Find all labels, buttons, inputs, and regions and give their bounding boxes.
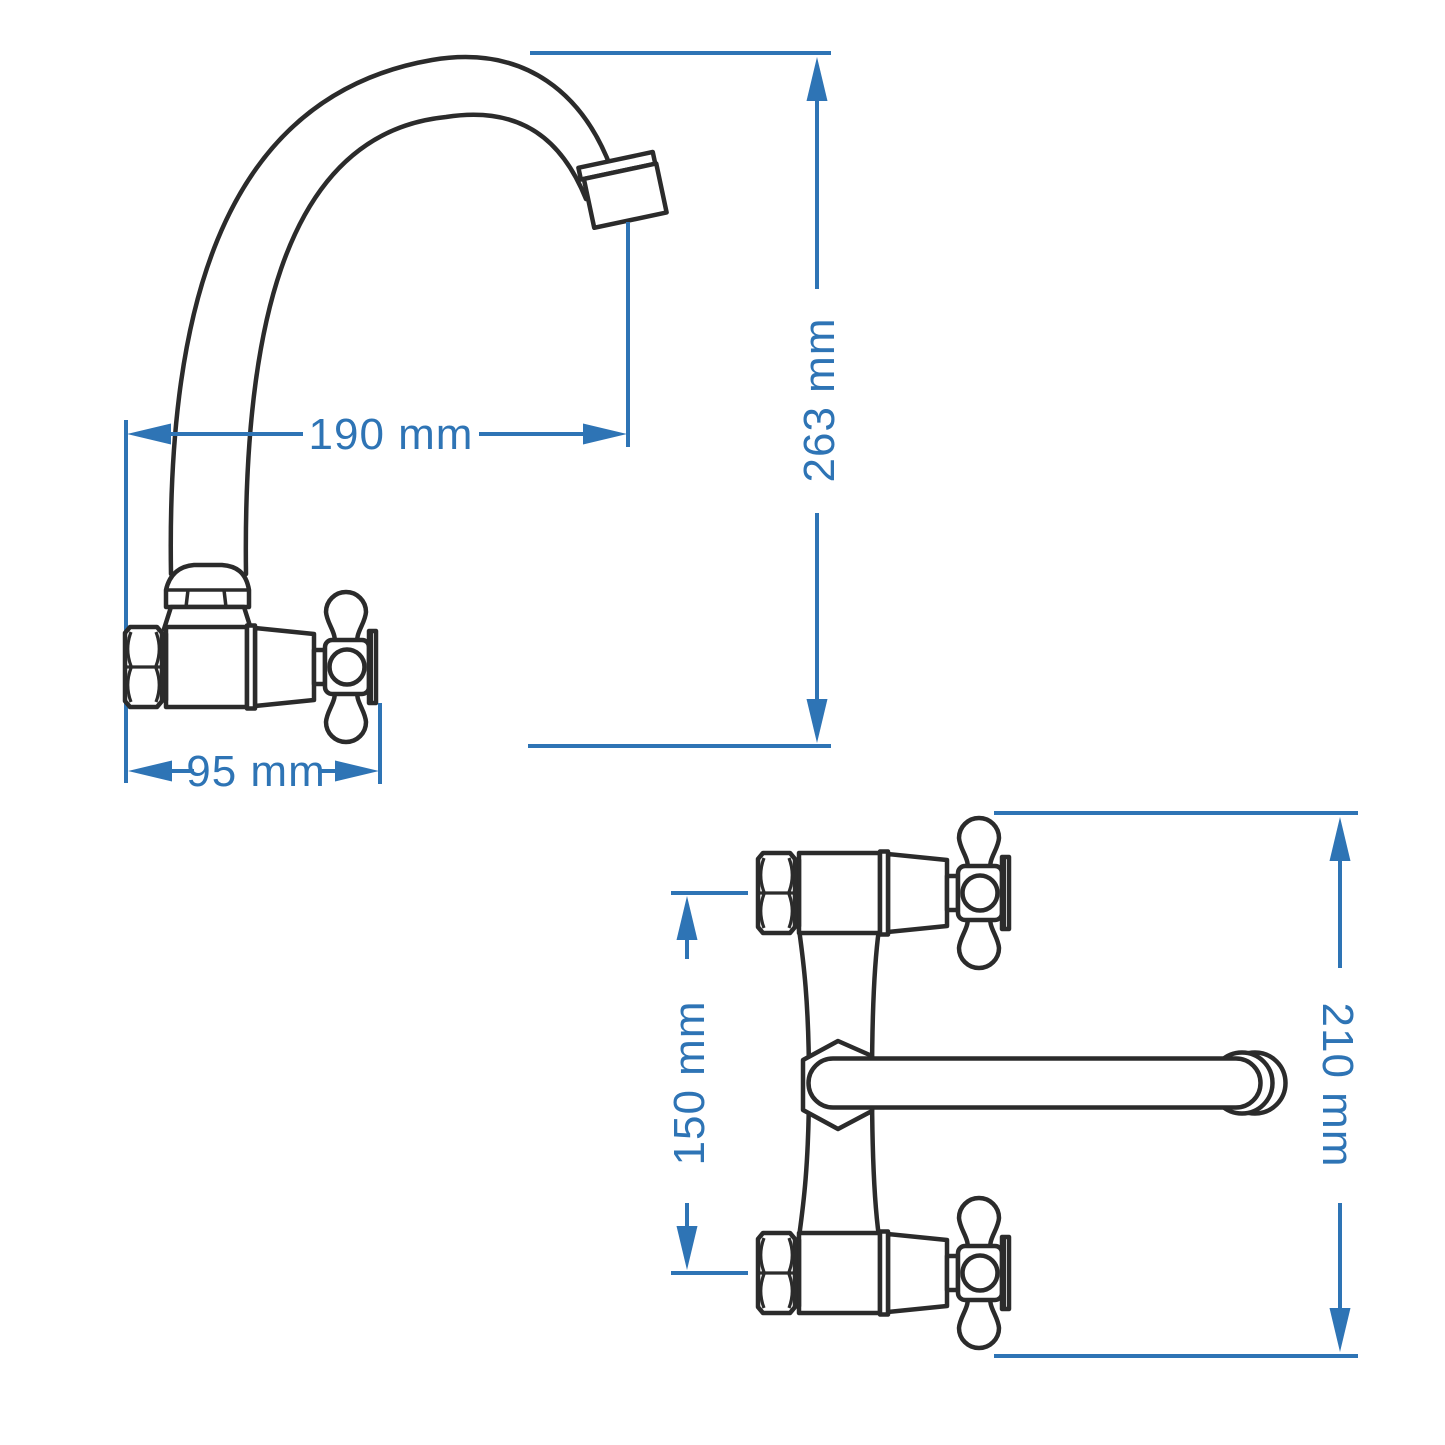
side-view [125, 54, 669, 783]
dimension-label-overall-height-front: 210 mm [1313, 1003, 1362, 1168]
spout-nozzle [576, 149, 669, 231]
mounting-dome [163, 562, 252, 610]
arrowhead-left [127, 423, 171, 445]
spout-tube [806, 1056, 1263, 1110]
dimension-inlet-centres: 150 mm [665, 891, 748, 1275]
arrowhead-right [583, 423, 627, 445]
arrowhead-up [806, 57, 828, 101]
dimension-overall-height-side: 263 mm [528, 51, 844, 748]
front-top-valve-assembly [758, 818, 1009, 968]
arrowhead-right [335, 760, 379, 782]
dimension-label-inlet-centres: 150 mm [665, 1001, 714, 1166]
arrowhead-down [1329, 1308, 1351, 1352]
arrowhead-up [1329, 817, 1351, 861]
dimension-label-spout-reach: 190 mm [309, 410, 474, 459]
dimension-overall-height-front: 210 mm [994, 811, 1362, 1358]
arrowhead-down [806, 699, 828, 743]
spout-inner-curve [243, 112, 589, 577]
spout-outer-curve [168, 54, 614, 577]
dimension-label-body-depth: 95 mm [186, 747, 325, 796]
side-valve-assembly [125, 592, 376, 742]
arrowhead-down [676, 1226, 698, 1270]
dimension-body-depth: 95 mm [128, 703, 382, 796]
dome-collar-lines [167, 588, 248, 608]
front-view [758, 818, 1288, 1348]
nozzle-aerator [581, 161, 669, 231]
front-bottom-valve-assembly [758, 1198, 1009, 1348]
arrowhead-up [676, 896, 698, 940]
arrowhead-left [128, 760, 172, 782]
dimension-label-overall-height-side: 263 mm [795, 318, 844, 483]
dimension-spout-reach: 190 mm [127, 222, 630, 459]
